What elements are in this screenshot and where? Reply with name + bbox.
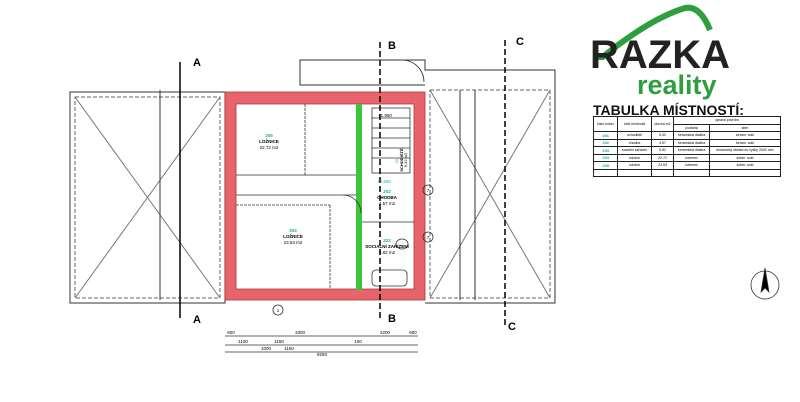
grid-mark: [272, 304, 284, 316]
door-swing-icon: [342, 194, 362, 214]
level-mark: +1.950: [378, 113, 392, 118]
svg-text:1000: 1000: [261, 346, 272, 351]
section-label-c: C: [516, 36, 524, 48]
insulation-strip: [356, 104, 362, 290]
section-label-a: A: [193, 314, 201, 326]
masonry-walls: [224, 91, 426, 301]
svg-text:203: 203: [383, 238, 391, 243]
section-label-b: B: [388, 313, 396, 325]
svg-text:23.53 m2: 23.53 m2: [284, 240, 303, 245]
grid-mark: [422, 231, 434, 243]
svg-text:LOŽNICE: LOŽNICE: [283, 232, 303, 239]
logo-text: RAZKA: [590, 33, 730, 77]
room-table-title: TABULKA MÍSTNOSTÍ:: [593, 102, 744, 118]
svg-text:7: 7: [427, 235, 430, 240]
room-area: 22.72 m2: [260, 145, 279, 150]
svg-text:202: 202: [383, 189, 391, 194]
svg-text:9250: 9250: [317, 352, 328, 357]
svg-text:SOCIÁLNÍ ZAŘÍZENÍ: SOCIÁLNÍ ZAŘÍZENÍ: [365, 242, 409, 249]
svg-text:CHODBA: CHODBA: [377, 195, 397, 200]
room-name: LOŽNICE: [259, 137, 279, 144]
razka-reality-logo: RAZKA reality: [585, 0, 800, 105]
svg-text:3300: 3300: [295, 330, 306, 335]
staircase: [371, 107, 411, 174]
svg-text:600: 600: [409, 330, 417, 335]
room-number: 205: [265, 133, 273, 138]
roof-icon: [594, 4, 713, 60]
svg-text:4.57 m2: 4.57 m2: [379, 201, 396, 206]
section-label-c: C: [508, 321, 516, 333]
logo-subtext: reality: [637, 70, 717, 100]
grid-mark: [422, 184, 434, 196]
svg-text:7: 7: [427, 188, 430, 193]
svg-text:1: 1: [277, 308, 280, 313]
svg-text:1100: 1100: [238, 339, 248, 344]
svg-text:5.82 m2: 5.82 m2: [379, 250, 396, 255]
svg-text:1150: 1150: [274, 339, 284, 344]
svg-text:204: 204: [289, 228, 297, 233]
toilet-icon: [395, 238, 409, 250]
svg-text:100: 100: [354, 339, 362, 344]
svg-text:600: 600: [227, 330, 235, 335]
section-label-b: B: [388, 40, 396, 52]
svg-text:1150: 1150: [284, 346, 294, 351]
bathtub-icon: [371, 269, 408, 287]
svg-text:2200: 2200: [380, 330, 391, 335]
level-mark: +2.500: [377, 179, 391, 184]
section-label-a: A: [193, 57, 201, 69]
right-wing-outline: [299, 59, 556, 304]
